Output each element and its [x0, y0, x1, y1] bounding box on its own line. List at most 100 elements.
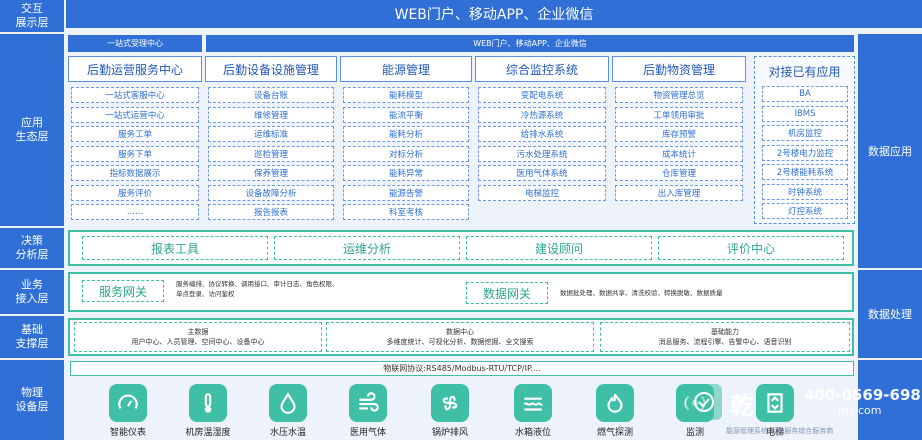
- app-item[interactable]: ......: [71, 204, 199, 220]
- app-item[interactable]: 出入库管理: [615, 184, 743, 201]
- existing-app-item[interactable]: IBMS: [762, 105, 848, 122]
- app-item[interactable]: 巡检管理: [208, 145, 334, 162]
- col-head-monitor: 综合监控系统: [475, 56, 609, 82]
- app-item[interactable]: 科室考核: [343, 204, 469, 220]
- side-label-data-app: 数据应用: [858, 34, 922, 268]
- app-item[interactable]: 工单领用审批: [615, 106, 743, 123]
- device-label: 水箱液位: [514, 428, 551, 438]
- device-item[interactable]: 智能仪表: [93, 384, 163, 438]
- layer-label-application: 应用 生态层: [0, 34, 64, 226]
- app-item[interactable]: 保养管理: [208, 165, 334, 181]
- watermark-site: ms.com: [838, 404, 882, 417]
- one-stop-bar: 一站式受理中心: [68, 35, 202, 52]
- existing-app-item[interactable]: BA: [762, 86, 848, 102]
- data-gateway[interactable]: 数据网关: [466, 282, 548, 304]
- col-head-material: 后勤物资管理: [612, 56, 746, 82]
- col-head-ops: 后勤运营服务中心: [68, 56, 202, 82]
- decision-evaluation[interactable]: 评价中心: [658, 236, 844, 260]
- device-item[interactable]: 水压水温: [253, 384, 323, 438]
- decision-consulting[interactable]: 建设顾问: [466, 236, 652, 260]
- existing-app-item[interactable]: 机房监控: [762, 125, 848, 141]
- existing-app-item[interactable]: 时钟系统: [762, 183, 848, 200]
- app-item[interactable]: 能源告警: [343, 184, 469, 201]
- device-label: 医用气体: [349, 428, 386, 438]
- app-item[interactable]: 能耗分析: [343, 126, 469, 142]
- app-item[interactable]: 污水处理系统: [478, 145, 606, 162]
- app-item[interactable]: 仓库管理: [615, 165, 743, 181]
- device-label: 锅炉排风: [431, 428, 468, 438]
- foundation-data-center: 数据中心 多维度统计、可视化分析、数据挖掘、全文搜索: [326, 322, 594, 352]
- app-item[interactable]: 物资管理总览: [615, 87, 743, 103]
- water-drop-icon: [269, 384, 307, 422]
- app-item[interactable]: 服务工单: [71, 126, 199, 142]
- device-item[interactable]: 机房温湿度: [173, 384, 243, 438]
- foundation-title: 主数据: [187, 327, 209, 336]
- foundation-title: 基础能力: [711, 327, 739, 336]
- decision-ops-analysis[interactable]: 运维分析: [274, 236, 460, 260]
- app-item[interactable]: 库存预警: [615, 126, 743, 142]
- existing-apps-title: 对接已有应用: [768, 64, 841, 79]
- app-item[interactable]: 给排水系统: [478, 126, 606, 142]
- device-item[interactable]: 电梯: [740, 384, 810, 438]
- flame-icon: [596, 384, 634, 422]
- water-level-icon: [514, 384, 552, 422]
- elevator-icon: [756, 384, 794, 422]
- watermark-logo-icon: [686, 384, 722, 420]
- data-gateway-desc: 数据批处理、数据共享、清洗校验、转换脱敏、数据质量: [560, 289, 723, 297]
- app-item[interactable]: 设备台账: [208, 87, 334, 103]
- device-item[interactable]: 水箱液位: [498, 384, 568, 438]
- existing-app-item[interactable]: 灯控系统: [762, 203, 848, 219]
- foundation-title: 数据中心: [446, 327, 474, 336]
- app-item[interactable]: 指标数据展示: [71, 165, 199, 181]
- watermark-phone: 400-0569-698: [804, 386, 921, 404]
- app-item[interactable]: 对标分析: [343, 145, 469, 162]
- device-label: 水压水温: [269, 428, 306, 438]
- layer-label-foundation: 基础 支撑层: [0, 316, 64, 358]
- device-label: 机房温湿度: [185, 428, 231, 438]
- app-item[interactable]: 一站式运营中心: [71, 106, 199, 123]
- app-item[interactable]: 报告报表: [208, 204, 334, 220]
- watermark-caption: 能源管理系统 后勤服务综合服务商: [726, 427, 834, 435]
- app-item[interactable]: 服务下单: [71, 145, 199, 162]
- watermark-brand: 乾: [730, 392, 754, 420]
- col-head-facility: 后勤设备设施管理: [205, 56, 337, 82]
- col-head-energy: 能源管理: [340, 56, 472, 82]
- thermometer-icon: [189, 384, 227, 422]
- app-item[interactable]: 服务评价: [71, 184, 199, 201]
- app-item[interactable]: 能耗异常: [343, 165, 469, 181]
- app-item[interactable]: 变配电系统: [478, 87, 606, 103]
- business-box: [68, 272, 854, 312]
- app-item[interactable]: 一站式客服中心: [71, 87, 199, 103]
- foundation-capability: 基础能力 消息服务、流程引擎、告警中心、语音识别: [600, 322, 850, 352]
- service-gateway[interactable]: 服务网关: [82, 280, 164, 302]
- app-item[interactable]: 冷热源系统: [478, 106, 606, 123]
- existing-app-item[interactable]: 2号楼能耗系统: [762, 164, 848, 180]
- app-item[interactable]: 设备故障分析: [208, 184, 334, 201]
- device-item[interactable]: 锅炉排风: [415, 384, 485, 438]
- iot-protocol: 物联网协议:RS485/Modbus-RTU/TCP/IP....: [70, 361, 854, 376]
- decision-report-tool[interactable]: 报表工具: [82, 236, 268, 260]
- service-gateway-desc: 服务编排、协议转换、调用接口、审计日志、角色权限、 单点登录、访问鉴权: [176, 280, 339, 298]
- app-item[interactable]: 医用气体系统: [478, 165, 606, 181]
- app-item[interactable]: 能流平衡: [343, 106, 469, 123]
- app-item[interactable]: 运维标准: [208, 126, 334, 142]
- device-item[interactable]: 燃气探测: [580, 384, 650, 438]
- existing-app-item[interactable]: 2号楼电力监控: [762, 144, 848, 161]
- layer-label-decision: 决策 分析层: [0, 228, 64, 268]
- device-label: 电梯: [765, 428, 784, 438]
- device-label: 监测: [685, 428, 704, 438]
- foundation-text: 用户中心、人员管理、空间中心、设备中心: [131, 338, 265, 346]
- foundation-box: [68, 318, 854, 356]
- side-label-physical-right: [858, 360, 922, 440]
- layer-label-physical: 物理 设备层: [0, 360, 64, 440]
- top-banner: WEB门户、移动APP、企业微信: [66, 0, 922, 28]
- gauge-icon: [109, 384, 147, 422]
- app-item[interactable]: 维修管理: [208, 106, 334, 123]
- side-label-data-proc: 数据处理: [858, 270, 922, 358]
- device-item[interactable]: 医用气体: [333, 384, 403, 438]
- app-item[interactable]: 成本统计: [615, 145, 743, 162]
- foundation-text: 消息服务、流程引擎、告警中心、语音识别: [658, 338, 792, 346]
- watermark: 乾 400-0569-698 ms.com 能源管理系统 后勤服务综合服务商: [686, 384, 922, 440]
- app-item[interactable]: 能耗模型: [343, 87, 469, 103]
- app-item[interactable]: 电梯监控: [478, 184, 606, 201]
